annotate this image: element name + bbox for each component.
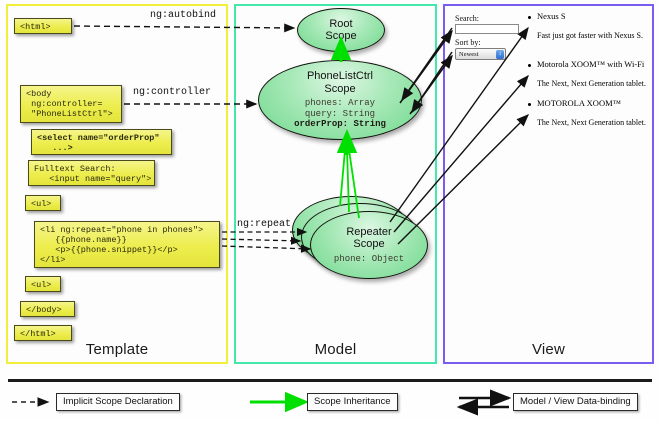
view-search-label: Search: [455,14,479,23]
li-ngrepeat-tag: <li ng:repeat="phone in phones"> {{phone… [34,221,220,268]
view-phone-name[interactable]: Nexus S [537,11,566,21]
ul-open-tag: <ul> [25,195,61,211]
body-close-tag: </body> [20,301,75,317]
view-sort-label: Sort by: [455,38,481,47]
legend-implicit-scope-declaration: Implicit Scope Declaration [56,393,180,411]
prop-orderprop: orderProp: String [294,119,386,130]
legend-model-view-databinding: Model / View Data-binding [513,393,638,411]
body-controller-tag: <body ng:controller= "PhoneListCtrl"> [20,85,122,123]
fulltext-search-input: Fulltext Search: <input name="query"> [28,160,155,186]
view-phone-snippet: The Next, Next Generation tablet. [537,118,646,127]
panel-model: Model [234,4,437,364]
legend-divider [8,379,652,382]
edge-label-ng-autobind: ng:autobind [150,10,217,21]
legend-scope-inheritance: Scope Inheritance [307,393,398,411]
list-bullet [528,16,531,19]
view-phone-snippet: The Next, Next Generation tablet. [537,79,646,88]
panel-template-label: Template [85,341,149,358]
prop-query: query: String [304,108,376,119]
view-search-input[interactable] [455,24,519,34]
repeater-scope-props: phone: Object [334,254,404,265]
edge-label-ng-repeat: ng:repeat [237,219,292,230]
view-phone-name[interactable]: Motorola XOOM™ with Wi-Fi [537,59,645,69]
list-bullet [528,103,531,106]
view-sort-value: Newest [459,51,479,58]
ul-close-tag: <ul> [25,276,61,292]
edge-label-ng-controller: ng:controller [133,87,212,98]
prop-phone: phone: Object [333,253,405,264]
view-phone-name[interactable]: MOTOROLA XOOM™ [537,98,621,108]
panel-model-label: Model [314,341,357,358]
view-phone-snippet: Fast just got faster with Nexus S. [537,31,643,40]
chevron-down-icon: ↕ [496,50,504,59]
html-close-tag: </html> [14,325,72,341]
panel-view-label: View [531,341,566,358]
view-sort-select[interactable]: Newest ↕ [455,48,506,60]
list-bullet [528,64,531,67]
html-open-tag: <html> [14,18,72,34]
prop-phones: phones: Array [304,98,376,109]
select-orderprop-tag: <select name="orderProp" ...> [31,129,172,155]
